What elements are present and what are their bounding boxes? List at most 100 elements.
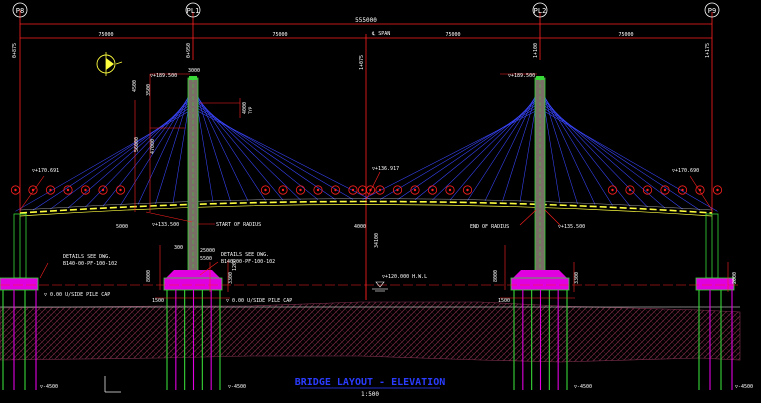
cable-marker [45, 185, 56, 195]
cable-marker [625, 185, 635, 195]
cable-marker [365, 185, 376, 195]
cable-marker [28, 185, 38, 195]
cable-markers [10, 185, 723, 195]
cable-marker [260, 185, 271, 195]
elev-pile-toe-1: ▽-4500 [40, 384, 58, 390]
stay-cable [414, 98, 541, 200]
cable-marker [80, 185, 91, 195]
pc-dim-8000-right: 8000 [493, 270, 499, 282]
elev-water-level: ▽+120.000 H.W.L [382, 274, 427, 280]
stay-cable [539, 98, 666, 209]
pylon-dim-small: 4000 [242, 102, 248, 114]
cable-marker-dot [281, 188, 285, 192]
span-dim-2: 75000 [272, 32, 287, 38]
stay-cable [539, 89, 613, 206]
stay-cable [432, 95, 541, 201]
elev-pile-toe-4: ▽-4500 [735, 384, 753, 390]
dimension-lines [19, 10, 713, 300]
cable-marker-dot [378, 188, 382, 192]
cable-marker-dot [628, 188, 632, 192]
annotation-leaders [0, 73, 740, 300]
pc-dim-1200: 1200 [232, 259, 238, 271]
cable-marker-dot [119, 188, 122, 192]
cable-marker-dot [431, 188, 434, 192]
pylon-dim-mid1: 3500 [146, 84, 152, 96]
cable-marker-dot [716, 188, 719, 192]
cable-marker-dot [698, 188, 702, 192]
stay-cable [379, 105, 541, 200]
elev-deck-left: ▽+133.500 [152, 222, 179, 228]
cable-marker-dot [316, 188, 320, 192]
pc-dim-2000: 2000 [732, 272, 738, 284]
piles [2, 290, 733, 390]
cable-marker [10, 185, 21, 195]
stay-cable [502, 83, 541, 202]
pc-dim-1500: 1500 [152, 298, 164, 304]
cable-marker-dot [361, 188, 364, 192]
pier-markers [12, 2, 720, 18]
pylon-dim-typ: TYP [248, 106, 253, 114]
stay-cable [539, 83, 578, 204]
cable-marker-dot [448, 188, 452, 192]
cable-marker [462, 185, 473, 195]
elev-pile-cap-left: ▽ 0.00 U/SIDE PILE CAP [44, 292, 110, 298]
cable-marker-dot [396, 188, 399, 192]
cable-marker-dot [66, 188, 70, 192]
elev-pylon-top-right: ▽+189.500 [508, 73, 535, 79]
stay-cable [50, 102, 194, 210]
cable-marker-dot [646, 188, 649, 192]
overall-dimension: 555000 [355, 17, 377, 24]
cable-marker-dot [681, 188, 684, 192]
cable-marker-dot [264, 188, 267, 192]
pier-label-p8: P8 [16, 7, 24, 15]
pc-dim-1500-right: 1500 [498, 298, 510, 304]
pylon-left [187, 76, 199, 279]
cable-marker-dot [369, 188, 372, 192]
pier-p9 [705, 213, 719, 279]
cable-marker [677, 185, 688, 195]
cable-marker-dot [84, 188, 87, 192]
stay-cable [192, 108, 371, 200]
cable-marker-dot [31, 188, 35, 192]
cable-marker-dot [334, 188, 337, 192]
stay-cable [539, 95, 648, 208]
stay-cable [539, 86, 596, 205]
cable-marker [115, 185, 126, 195]
ucs-icon [104, 376, 121, 393]
span-dim-4: 75000 [618, 32, 633, 38]
cable-marker-dot [101, 188, 105, 192]
cable-marker [607, 185, 618, 195]
stay-cable [539, 108, 718, 212]
pylon-dim-top: 3000 [188, 68, 200, 74]
cable-marker [392, 185, 403, 195]
cable-marker [98, 185, 108, 195]
pier-p8 [13, 213, 27, 279]
span-dim-1: 75000 [98, 32, 113, 38]
stay-cable [467, 89, 541, 201]
drawing-title: BRIDGE LAYOUT - ELEVATION [295, 377, 446, 388]
stay-cables [15, 79, 718, 212]
note-dim-5000: 5000 [116, 224, 128, 230]
offset-3: 1+075 [359, 55, 365, 70]
pc-dim-300: 300 [174, 245, 183, 251]
offset-1: 0+875 [12, 43, 18, 58]
stay-cable [539, 105, 701, 211]
note-dim-4000: 4000 [354, 224, 366, 230]
stay-cable [192, 98, 319, 200]
elev-midspan: ▽+136.917 [372, 166, 399, 172]
elev-deck-right: ▽+135.500 [558, 224, 585, 230]
note-details-left-2: B140-00-PF-100-102 [63, 261, 117, 267]
pylon-dim-mid2: 47000 [150, 139, 156, 154]
pile-caps [0, 270, 735, 291]
stay-cable [484, 86, 541, 201]
elev-pile-cap-mid: ▽ 0.00 U/SIDE PILE CAP [226, 298, 292, 304]
cable-marker [712, 185, 723, 195]
water-level-icon [372, 281, 388, 292]
cable-marker [330, 185, 341, 195]
stay-cable [192, 105, 354, 200]
cable-marker-dot [299, 188, 302, 192]
pylon-right [534, 76, 546, 279]
elev-pile-toe-3: ▽-4500 [574, 384, 592, 390]
offset-2: 0+950 [186, 43, 192, 58]
